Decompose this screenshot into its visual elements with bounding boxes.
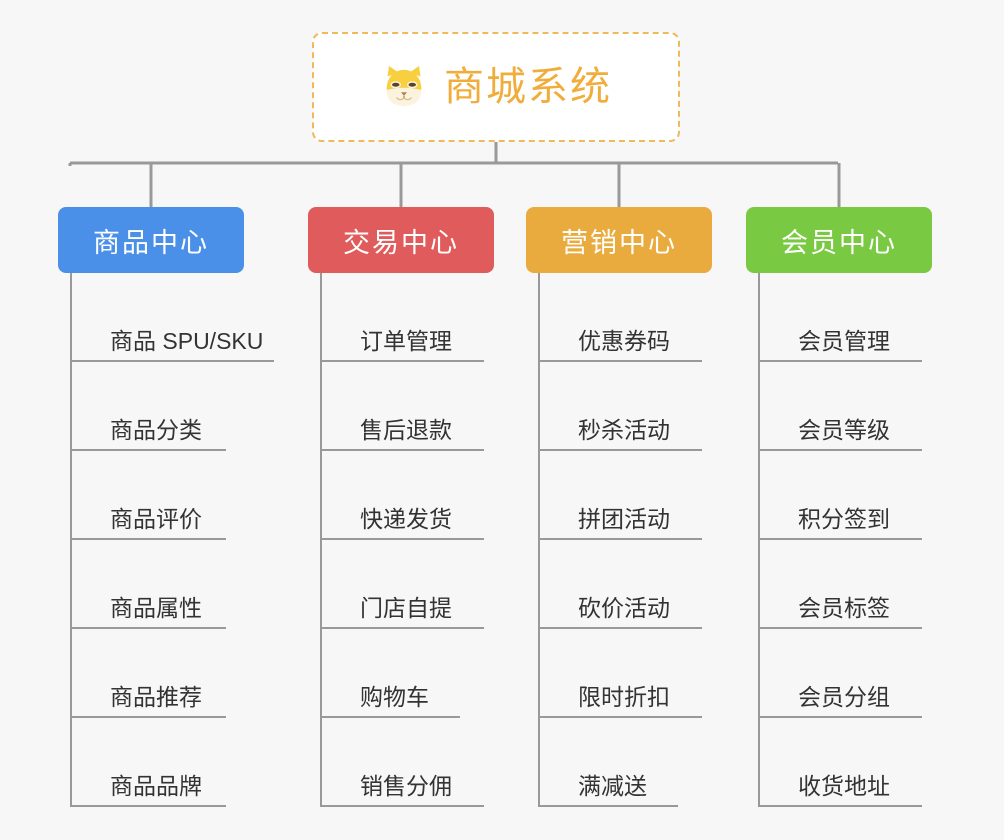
leaf-item-label: 积分签到: [798, 506, 890, 532]
leaf-underline: [758, 360, 922, 362]
leaf-item-label: 拼团活动: [578, 506, 670, 532]
category-box[interactable]: 交易中心: [308, 207, 494, 273]
leaf-item-label: 订单管理: [360, 328, 452, 354]
leaf-trunk-line: [320, 273, 322, 807]
leaf-item-label: 会员管理: [798, 328, 890, 354]
leaf-underline: [320, 805, 484, 807]
leaf-item-label: 商品品牌: [110, 773, 202, 799]
root-title: 商城系统: [444, 65, 612, 109]
leaf-underline: [320, 449, 484, 451]
leaf-underline: [758, 716, 922, 718]
leaf-item-label: 会员分组: [798, 684, 890, 710]
leaf-underline: [320, 360, 484, 362]
leaf-underline: [70, 627, 226, 629]
leaf-underline: [320, 627, 484, 629]
leaf-item-label: 优惠券码: [578, 328, 670, 354]
leaf-item-label: 砍价活动: [578, 595, 670, 621]
leaf-item-label: 满减送: [578, 773, 647, 799]
leaf-underline: [758, 538, 922, 540]
leaf-item-label: 售后退款: [360, 417, 452, 443]
leaf-item-label: 限时折扣: [578, 684, 670, 710]
leaf-item-label: 门店自提: [360, 595, 452, 621]
leaf-underline: [538, 449, 702, 451]
leaf-item-label: 购物车: [360, 684, 429, 710]
leaf-item-label: 收货地址: [798, 773, 890, 799]
shiba-dog-icon: [386, 66, 422, 106]
leaf-underline: [70, 805, 226, 807]
leaf-item-label: 会员等级: [798, 417, 890, 443]
leaf-underline: [538, 538, 702, 540]
category-label: 会员中心: [781, 227, 897, 258]
leaf-underline: [758, 627, 922, 629]
leaf-underline: [538, 360, 702, 362]
leaf-underline: [70, 360, 274, 362]
leaf-underline: [70, 449, 226, 451]
root-node[interactable]: 商城系统: [312, 32, 680, 142]
leaf-underline: [320, 716, 460, 718]
leaf-trunk-line: [758, 273, 760, 807]
leaf-trunk-line: [70, 273, 72, 807]
leaf-underline: [538, 627, 702, 629]
leaf-underline: [538, 716, 702, 718]
category-box[interactable]: 商品中心: [58, 207, 244, 273]
category-label: 商品中心: [93, 227, 209, 258]
category-label: 交易中心: [343, 227, 459, 258]
leaf-item-label: 秒杀活动: [578, 417, 670, 443]
leaf-item-label: 快递发货: [360, 506, 452, 532]
leaf-underline: [758, 449, 922, 451]
leaf-item-label: 商品 SPU/SKU: [110, 328, 264, 354]
leaf-item-label: 商品属性: [110, 595, 202, 621]
leaf-item-label: 会员标签: [798, 595, 890, 621]
leaf-underline: [538, 805, 678, 807]
leaf-item-label: 商品推荐: [110, 684, 202, 710]
leaf-underline: [70, 538, 226, 540]
leaf-underline: [758, 805, 922, 807]
leaf-underline: [70, 716, 226, 718]
leaf-item-label: 商品评价: [110, 506, 202, 532]
leaf-trunk-line: [538, 273, 540, 807]
leaf-item-label: 销售分佣: [360, 773, 452, 799]
leaf-item-label: 商品分类: [110, 417, 202, 443]
category-box[interactable]: 营销中心: [526, 207, 712, 273]
leaf-underline: [320, 538, 484, 540]
category-box[interactable]: 会员中心: [746, 207, 932, 273]
category-label: 营销中心: [561, 227, 677, 258]
